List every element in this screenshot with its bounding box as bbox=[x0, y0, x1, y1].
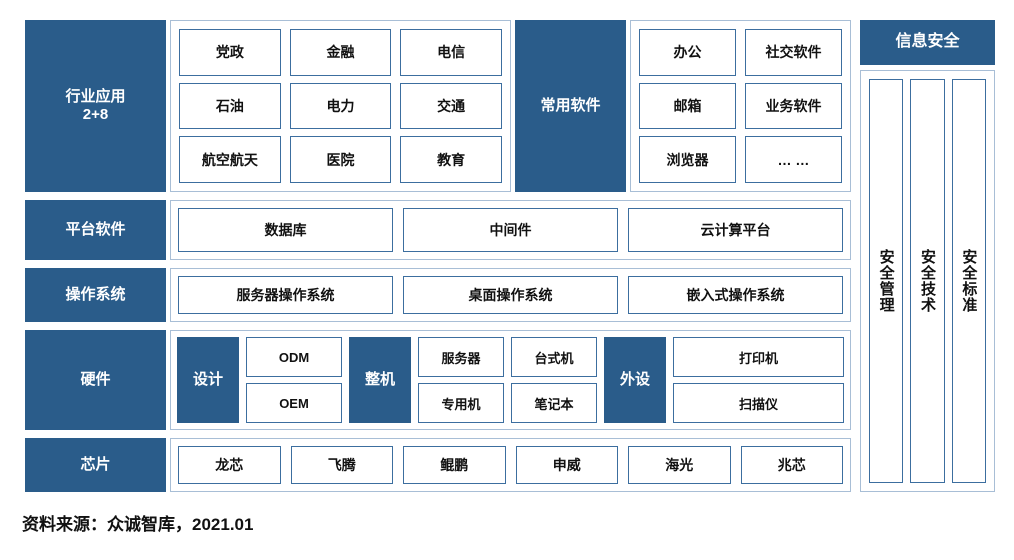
industry-item[interactable]: 医院 bbox=[289, 136, 392, 183]
hardware-item-odm[interactable]: ODM bbox=[246, 337, 342, 377]
hardware-row: 设计 ODM OEM 整机 服务器 专用机 台式机 笔记本 bbox=[177, 337, 844, 423]
chip-item[interactable]: 龙芯 bbox=[178, 446, 281, 484]
row-label-platform-software: 平台软件 bbox=[25, 200, 166, 260]
hardware-whole-machine-items: 服务器 专用机 台式机 笔记本 bbox=[418, 337, 597, 423]
hardware-design-items: ODM OEM bbox=[246, 337, 342, 423]
security-column-management[interactable]: 安全管理 bbox=[869, 79, 904, 483]
panel-common-software: 办公 社交软件 邮箱 业务软件 浏览器 … … bbox=[630, 20, 851, 192]
row-label-industry-line2: 2+8 bbox=[82, 106, 109, 123]
chip-row: 龙芯 飞腾 鲲鹏 申威 海光 兆芯 bbox=[178, 446, 843, 484]
row-label-industry-application: 行业应用 2+8 bbox=[25, 20, 166, 192]
common-software-item-grid: 办公 社交软件 邮箱 业务软件 浏览器 … … bbox=[639, 29, 842, 183]
common-software-item[interactable]: 业务软件 bbox=[745, 82, 842, 130]
panel-platform-software: 数据库 中间件 云计算平台 bbox=[170, 200, 851, 260]
hardware-peripheral-items: 打印机 扫描仪 bbox=[673, 337, 844, 423]
common-software-item[interactable]: 浏览器 bbox=[639, 136, 736, 183]
operating-system-item[interactable]: 桌面操作系统 bbox=[403, 276, 618, 314]
security-column-technology[interactable]: 安全技术 bbox=[910, 79, 945, 483]
common-software-item[interactable]: 办公 bbox=[639, 29, 736, 76]
hardware-item-laptop[interactable]: 笔记本 bbox=[511, 383, 597, 423]
operating-system-row: 服务器操作系统 桌面操作系统 嵌入式操作系统 bbox=[178, 276, 843, 314]
chip-item[interactable]: 兆芯 bbox=[740, 446, 843, 484]
platform-software-item[interactable]: 中间件 bbox=[403, 208, 618, 252]
panel-operating-system: 服务器操作系统 桌面操作系统 嵌入式操作系统 bbox=[170, 268, 851, 322]
industry-item[interactable]: 金融 bbox=[289, 29, 392, 76]
hardware-item-oem[interactable]: OEM bbox=[246, 383, 342, 423]
panel-industry-application: 党政 金融 电信 石油 电力 交通 航空航天 医院 教育 bbox=[170, 20, 511, 192]
industry-item[interactable]: 党政 bbox=[179, 29, 281, 76]
row-label-operating-system: 操作系统 bbox=[25, 268, 166, 322]
common-software-item[interactable]: 社交软件 bbox=[745, 29, 842, 76]
security-column-label: 安全技术 bbox=[918, 249, 936, 313]
industry-item[interactable]: 电信 bbox=[400, 29, 502, 76]
operating-system-item[interactable]: 服务器操作系统 bbox=[178, 276, 393, 314]
row-label-hardware: 硬件 bbox=[25, 330, 166, 430]
panel-hardware: 设计 ODM OEM 整机 服务器 专用机 台式机 笔记本 bbox=[170, 330, 851, 430]
hardware-group-label-design: 设计 bbox=[177, 337, 239, 423]
operating-system-item[interactable]: 嵌入式操作系统 bbox=[628, 276, 843, 314]
industry-item[interactable]: 石油 bbox=[179, 82, 281, 130]
hardware-group-design: 设计 ODM OEM bbox=[177, 337, 342, 423]
industry-item-grid: 党政 金融 电信 石油 电力 交通 航空航天 医院 教育 bbox=[179, 29, 502, 183]
industry-item[interactable]: 交通 bbox=[400, 82, 502, 130]
chip-item[interactable]: 鲲鹏 bbox=[403, 446, 506, 484]
panel-chip: 龙芯 飞腾 鲲鹏 申威 海光 兆芯 bbox=[170, 438, 851, 492]
platform-software-item[interactable]: 数据库 bbox=[178, 208, 393, 252]
industry-item[interactable]: 教育 bbox=[400, 136, 502, 183]
hardware-group-label-peripherals: 外设 bbox=[604, 337, 666, 423]
security-columns: 安全管理 安全技术 安全标准 bbox=[869, 79, 986, 483]
hardware-item-printer[interactable]: 打印机 bbox=[673, 337, 844, 377]
platform-software-row: 数据库 中间件 云计算平台 bbox=[178, 208, 843, 252]
security-column-label: 安全标准 bbox=[960, 249, 978, 313]
hardware-whole-machine-col1: 服务器 专用机 bbox=[418, 337, 504, 423]
common-software-item[interactable]: 邮箱 bbox=[639, 82, 736, 130]
panel-security: 安全管理 安全技术 安全标准 bbox=[860, 70, 995, 492]
chip-item[interactable]: 海光 bbox=[628, 446, 731, 484]
security-column-standard[interactable]: 安全标准 bbox=[951, 79, 986, 483]
security-column-label: 安全管理 bbox=[877, 249, 895, 313]
hardware-item-desktop[interactable]: 台式机 bbox=[511, 337, 597, 377]
source-caption: 资料来源：众诚智库，2021.01 bbox=[22, 515, 254, 534]
hardware-item-special-machine[interactable]: 专用机 bbox=[418, 383, 504, 423]
hardware-group-label-whole-machine: 整机 bbox=[349, 337, 411, 423]
platform-software-item[interactable]: 云计算平台 bbox=[628, 208, 843, 252]
block-common-software-label: 常用软件 bbox=[515, 20, 626, 192]
chip-item[interactable]: 申威 bbox=[515, 446, 618, 484]
row-label-chip: 芯片 bbox=[25, 438, 166, 492]
hardware-item-scanner[interactable]: 扫描仪 bbox=[673, 383, 844, 423]
hardware-group-peripherals: 外设 打印机 扫描仪 bbox=[604, 337, 844, 423]
industry-item[interactable]: 航空航天 bbox=[179, 136, 281, 183]
security-header: 信息安全 bbox=[860, 20, 995, 65]
chip-item[interactable]: 飞腾 bbox=[290, 446, 393, 484]
hardware-whole-machine-col2: 台式机 笔记本 bbox=[511, 337, 597, 423]
row-label-industry-line1: 行业应用 bbox=[65, 88, 126, 106]
industry-item[interactable]: 电力 bbox=[289, 82, 392, 130]
common-software-item[interactable]: … … bbox=[745, 136, 842, 183]
hardware-item-server[interactable]: 服务器 bbox=[418, 337, 504, 377]
hardware-group-whole-machine: 整机 服务器 专用机 台式机 笔记本 bbox=[349, 337, 597, 423]
